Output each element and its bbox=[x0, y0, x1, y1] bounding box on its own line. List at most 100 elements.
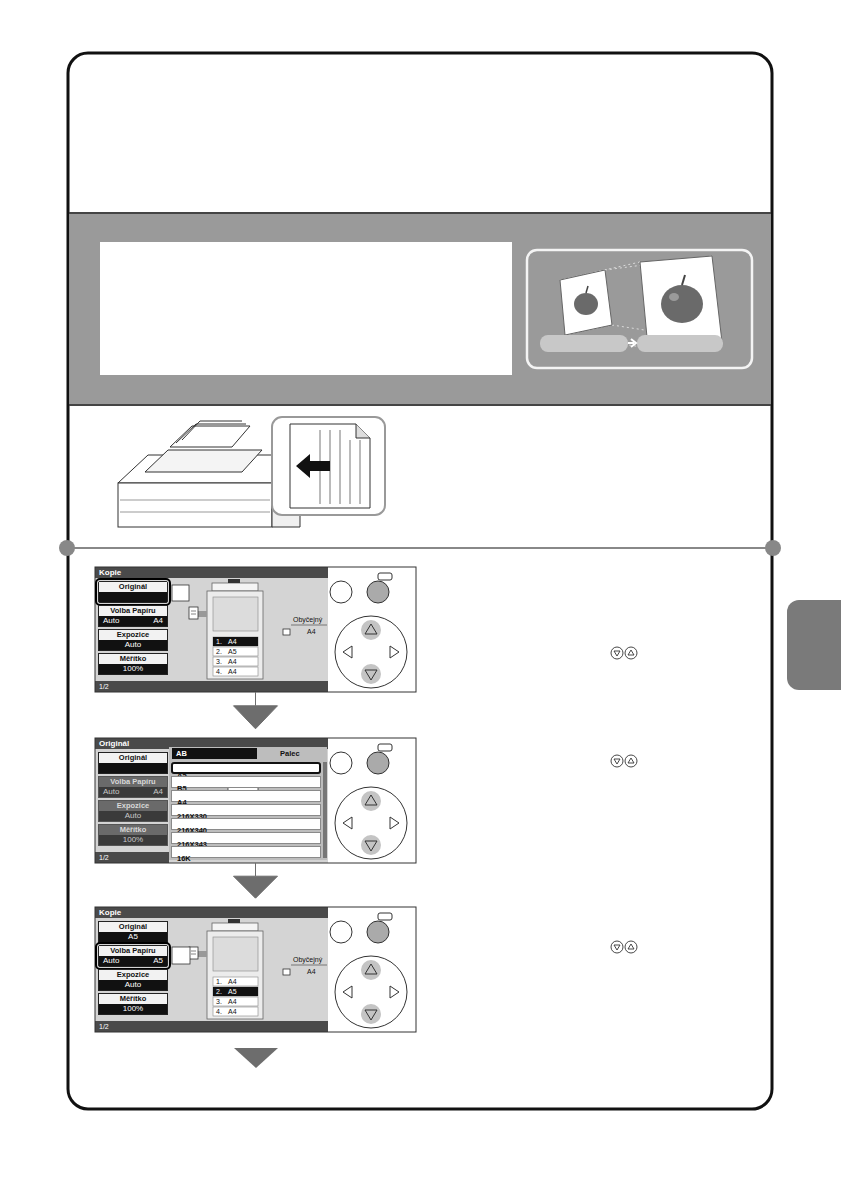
screen-2 bbox=[95, 852, 169, 863]
screen-2 bbox=[169, 747, 327, 860]
list-row: 216X343 bbox=[171, 832, 321, 844]
screen-1 bbox=[213, 637, 258, 646]
tray-label: A4 bbox=[228, 637, 237, 646]
screen-1 bbox=[95, 567, 328, 692]
key-symbols bbox=[611, 755, 623, 767]
list-row: 216X330 bbox=[171, 804, 321, 816]
value-bar: Auto bbox=[99, 640, 167, 650]
tray-label: A4 bbox=[307, 627, 316, 636]
setting-button: Originál bbox=[98, 752, 168, 774]
tray-label: A4 bbox=[307, 967, 316, 976]
frame bbox=[70, 213, 771, 405]
list-row: A4 bbox=[171, 790, 321, 802]
screen-3 bbox=[95, 907, 328, 918]
screen-2 bbox=[323, 762, 327, 858]
key-symbols bbox=[614, 758, 634, 764]
copier-illustration bbox=[290, 424, 370, 508]
touch-screen: Kopie 1/2 OriginálVolba PapíruAutoA4Expozi… bbox=[95, 567, 328, 692]
tray-label: 2. bbox=[216, 647, 222, 656]
enlarge-figure bbox=[560, 270, 612, 335]
tray-label: A5 bbox=[228, 987, 237, 996]
copier-illustration bbox=[356, 424, 370, 438]
setting-button: Volba PapíruAuto A4 bbox=[98, 776, 168, 798]
touch-screen: Kopie1/2OriginálA5Volba PapíruAutoA5Expo… bbox=[95, 907, 328, 1032]
tray-label: A4 bbox=[228, 657, 237, 666]
setting-value: Auto bbox=[103, 787, 119, 797]
button-label: Volba Papíru bbox=[99, 946, 167, 956]
key-symbols bbox=[625, 647, 637, 659]
setting-value: Auto bbox=[103, 616, 119, 626]
button-label: Volba Papíru bbox=[99, 777, 167, 787]
copier-illustration bbox=[118, 483, 272, 527]
screen-1 bbox=[95, 567, 328, 578]
value-bar: 100% bbox=[99, 664, 167, 674]
copier-illustration bbox=[120, 500, 270, 512]
screen-3 bbox=[189, 919, 327, 1019]
enlarge-figure bbox=[628, 339, 636, 347]
screen-title: Kopie bbox=[99, 567, 121, 578]
copier-illustration bbox=[118, 417, 385, 527]
setting-value: 100% bbox=[123, 835, 143, 845]
setting-value: 100% bbox=[123, 1004, 143, 1014]
frame bbox=[527, 250, 752, 368]
copier-illustration bbox=[145, 450, 262, 472]
key-symbols bbox=[611, 647, 637, 953]
tray-label: Obyčejný bbox=[293, 955, 322, 964]
screen-3 bbox=[95, 907, 416, 1032]
setting-button: Měřítko100% bbox=[98, 824, 168, 846]
tray-label: 2. bbox=[216, 987, 222, 996]
screen-3 bbox=[95, 1021, 328, 1032]
button-label: Měřítko bbox=[99, 825, 167, 835]
list-row: 216X340 bbox=[171, 818, 321, 830]
copier-illustration bbox=[296, 454, 330, 478]
tray-label: A4 bbox=[228, 977, 237, 986]
key-symbols bbox=[611, 647, 623, 659]
setting-button: Originál bbox=[98, 581, 168, 603]
screen-1 bbox=[95, 681, 328, 692]
page-number: 1/2 bbox=[99, 1021, 109, 1032]
separator bbox=[59, 540, 75, 556]
screen-title: Originál bbox=[99, 738, 129, 749]
list-row: 16K bbox=[171, 846, 321, 858]
key-symbols bbox=[625, 755, 637, 767]
screen-2 bbox=[95, 738, 328, 863]
tray-label: 1. bbox=[216, 977, 222, 986]
setting-button: Měřítko100% bbox=[98, 653, 168, 675]
enlarge-figure bbox=[574, 293, 598, 315]
setting-value: 100% bbox=[123, 664, 143, 674]
value-bar: AutoA4 bbox=[99, 616, 167, 626]
enlarge-figure bbox=[540, 335, 628, 352]
screen-2 bbox=[172, 748, 257, 759]
setting-value: A4 bbox=[153, 787, 163, 797]
button-label: Měřítko bbox=[99, 654, 167, 664]
value-bar: Auto A4 bbox=[99, 787, 167, 797]
screen-3 bbox=[95, 907, 328, 1032]
setting-button: OriginálA5 bbox=[98, 921, 168, 943]
setting-button: ExpoziceAuto bbox=[98, 969, 168, 991]
tray-label: A5 bbox=[228, 647, 237, 656]
tray-label: A4 bbox=[228, 997, 237, 1006]
button-label: Měřítko bbox=[99, 994, 167, 1004]
page-number: 1/2 bbox=[99, 681, 109, 692]
enlarge-figure bbox=[669, 293, 679, 301]
chapter-tab bbox=[787, 600, 841, 690]
enlarge-figure bbox=[640, 256, 722, 348]
button-label: Originál bbox=[99, 753, 167, 763]
separator bbox=[67, 547, 773, 549]
enlarge-figure bbox=[661, 285, 703, 323]
setting-value: Auto bbox=[103, 956, 119, 966]
flow-arrow bbox=[234, 692, 278, 729]
list-row: B5 bbox=[171, 776, 321, 788]
page-number: 1/2 bbox=[99, 852, 109, 863]
value-bar: Auto bbox=[99, 980, 167, 990]
frame bbox=[69, 212, 771, 214]
frame bbox=[68, 53, 772, 1109]
setting-button: Volba PapíruAutoA4 bbox=[98, 605, 168, 627]
callout-box bbox=[172, 947, 190, 964]
setting-button: ExpoziceAuto bbox=[98, 629, 168, 651]
copier-illustration bbox=[272, 417, 385, 515]
copier-illustration bbox=[170, 426, 250, 447]
screen-1 bbox=[95, 567, 416, 692]
key-symbols bbox=[614, 944, 634, 950]
